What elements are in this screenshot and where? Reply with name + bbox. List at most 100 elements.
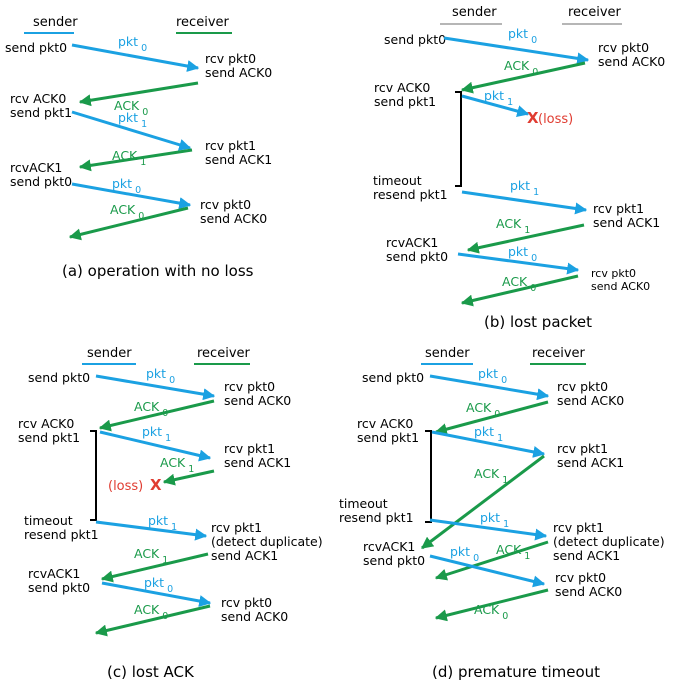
- pkt0-arrow: [443, 36, 590, 65]
- loss-x-mark: X: [527, 109, 539, 127]
- sender-header: sender: [87, 346, 132, 361]
- sender-event-label: resend pkt1: [373, 187, 448, 202]
- sender-event-label: timeout: [339, 496, 388, 511]
- loss-x-mark: X: [150, 476, 162, 494]
- pkt0-arrow: [429, 374, 550, 401]
- receiver-event-label: rcv pkt0: [555, 570, 606, 585]
- loss-label: (loss): [108, 479, 143, 494]
- sender-event-label: rcv ACK0: [18, 416, 74, 431]
- receiver-event-label: send ACK1: [205, 152, 272, 167]
- pkt1-arrow: [461, 190, 588, 215]
- receiver-event-label: send ACK0: [555, 584, 622, 599]
- ack1-arrow: [466, 223, 585, 254]
- receiver-event-label: send ACK0: [557, 393, 624, 408]
- ack1-arrow-delayed: [421, 454, 545, 550]
- ack0-arrow: [98, 399, 215, 432]
- receiver-event-label: send ACK0: [591, 280, 650, 293]
- receiver-event-label: send ACK0: [205, 65, 272, 80]
- pkt0-arrow: [457, 252, 580, 275]
- receiver-event-label: (detect duplicate): [211, 534, 323, 549]
- receiver-event-label: send ACK1: [553, 548, 620, 563]
- sender-event-label: send pkt0: [28, 370, 90, 385]
- pkt0-arrow: [95, 374, 216, 401]
- ack1-arrow: [78, 148, 193, 172]
- ack0-arrow: [94, 604, 211, 637]
- pkt0-arrow: [71, 43, 200, 72]
- receiver-event-label: rcv pkt0: [221, 595, 272, 610]
- sender-event-label: send pkt0: [384, 32, 446, 47]
- receiver-event-label: rcv pkt0: [205, 51, 256, 66]
- pkt1-arrow: [71, 110, 192, 151]
- sender-event-label: resend pkt1: [24, 527, 99, 542]
- receiver-event-label: rcv pkt1: [224, 441, 275, 456]
- receiver-event-label: send ACK0: [224, 393, 291, 408]
- sender-event-label: send pkt0: [10, 174, 72, 189]
- receiver-event-label: rcv pkt0: [224, 379, 275, 394]
- ack0-arrow: [460, 61, 586, 94]
- sender-event-label: send pkt0: [386, 249, 448, 264]
- sender-event-label: resend pkt1: [339, 510, 414, 525]
- receiver-event-label: send ACK0: [200, 211, 267, 226]
- receiver-header: receiver: [568, 5, 622, 20]
- receiver-header: receiver: [532, 346, 586, 361]
- panel-b: sender receiver send pkt0 rcv pkt0 send …: [373, 5, 665, 331]
- sender-event-label: send pkt1: [374, 94, 436, 109]
- caption: (d) premature timeout: [432, 663, 600, 681]
- sender-event-label: timeout: [24, 513, 73, 528]
- caption: (a) operation with no loss: [62, 262, 254, 280]
- panel-d: sender receiver send pkt0 rcv pkt0 send …: [339, 346, 665, 681]
- receiver-event-label: send ACK0: [221, 609, 288, 624]
- panel-c: sender receiver send pkt0 rcv pkt0 send …: [18, 346, 323, 681]
- receiver-event-label: rcv pkt0: [591, 267, 636, 280]
- ack0-arrow: [460, 274, 579, 307]
- receiver-event-label: rcv pkt0: [557, 379, 608, 394]
- ack1-arrow: [100, 552, 209, 583]
- pkt1-arrow: [431, 430, 546, 458]
- sender-event-label: timeout: [373, 173, 422, 188]
- timeout-bracket: [425, 430, 432, 523]
- sender-event-label: rcv ACK0: [357, 416, 413, 431]
- sender-header: sender: [33, 15, 78, 30]
- ack0-arrow: [434, 588, 549, 622]
- receiver-event-label: send ACK1: [211, 548, 278, 563]
- sender-event-label: rcv ACK0: [374, 80, 430, 95]
- sender-event-label: rcv ACK0: [10, 91, 66, 106]
- receiver-event-label: rcv pkt0: [598, 40, 649, 55]
- pkt0-arrow: [429, 554, 546, 588]
- sender-event-label: send pkt1: [10, 105, 72, 120]
- ack0-arrow: [68, 206, 189, 241]
- receiver-header: receiver: [176, 15, 230, 30]
- receiver-event-label: (detect duplicate): [553, 534, 665, 549]
- ack1-arrow-lost: [162, 469, 215, 486]
- panel-a: sender receiver send pkt0 rcv pkt0 send …: [5, 15, 272, 280]
- pkt0-arrow: [101, 581, 212, 607]
- sender-event-label: rcvACK1: [386, 235, 438, 250]
- sender-event-label: send pkt1: [357, 430, 419, 445]
- sender-event-label: send pkt0: [363, 553, 425, 568]
- sender-event-label: send pkt0: [28, 580, 90, 595]
- sender-header: sender: [452, 5, 497, 20]
- pkt1-arrow: [429, 518, 548, 541]
